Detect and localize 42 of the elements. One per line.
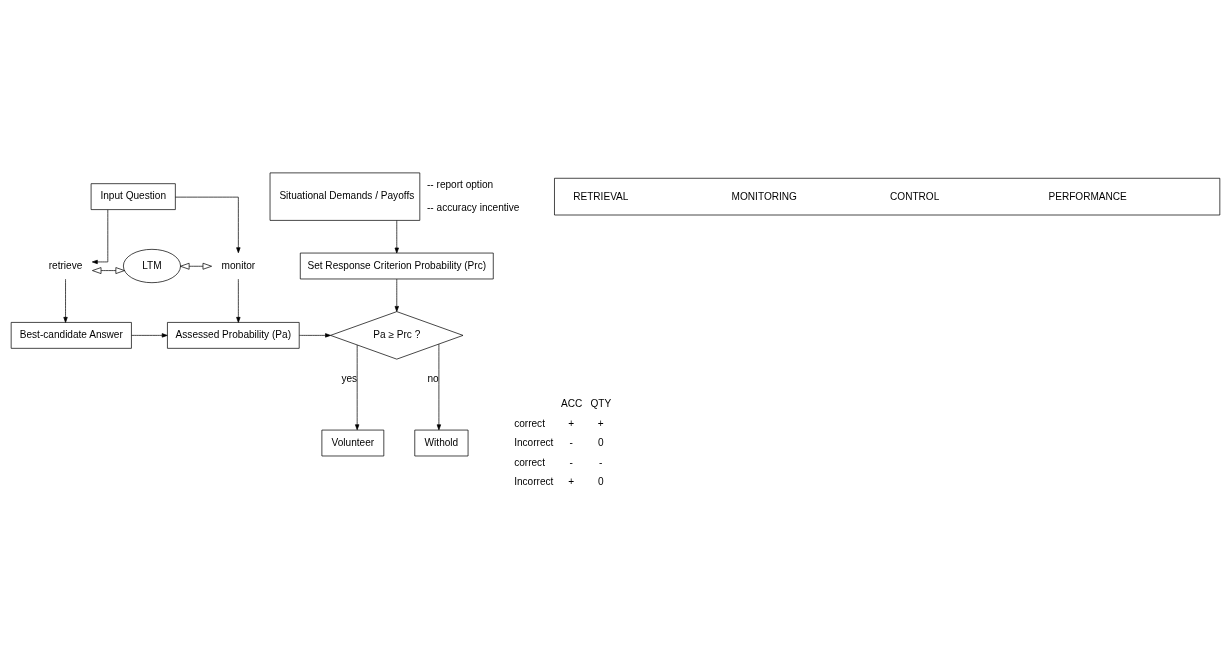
arrow: [394, 219, 399, 253]
arrow: [91, 209, 109, 264]
node-box: RETRIEVAL MONITORING CONTROL PERFORMANCE: [554, 177, 1221, 215]
label: +: [568, 417, 575, 429]
edge-label: yes: [341, 372, 358, 384]
arrow: [63, 278, 68, 323]
node-text: monitor: [221, 259, 256, 271]
node-label: -- report option: [427, 178, 494, 190]
label: +: [568, 475, 575, 487]
arrow: [175, 196, 241, 253]
label: ACC: [560, 397, 583, 409]
label: -: [569, 456, 573, 467]
label: -: [599, 456, 603, 467]
node-ellipse: LTM: [123, 248, 181, 283]
label: -: [569, 436, 573, 448]
arrow: [298, 332, 331, 337]
arrow: [92, 266, 125, 274]
arrow: [355, 344, 360, 430]
arrow: [131, 332, 168, 337]
arrow: [236, 278, 241, 323]
node-box: Assessed Probability (Pa): [167, 321, 300, 349]
node-box: Input Question: [90, 182, 176, 210]
arrow: [180, 262, 212, 270]
node-box: Situational Demands / Payoffs: [269, 172, 421, 221]
label: +: [597, 417, 604, 429]
node-box: Withold: [414, 429, 469, 456]
node-box: Volunteer: [321, 429, 385, 456]
label: QTY: [590, 397, 612, 409]
label: Incorrect: [514, 436, 554, 448]
edge-label: no: [427, 372, 439, 384]
label: correct: [514, 456, 545, 467]
node-box: Set Response Criterion Probability (Prc): [299, 252, 494, 279]
node-box: Best-candidate Answer: [10, 321, 132, 349]
label: Incorrect: [514, 475, 554, 487]
arrow: [436, 343, 442, 430]
arrow: [394, 278, 399, 312]
label: 0: [598, 436, 604, 448]
node-diamond: Pa ≥ Prc ?: [330, 310, 464, 359]
label: 0: [598, 475, 604, 487]
node-label: -- accuracy incentive: [427, 201, 520, 213]
node-text: retrieve: [48, 259, 83, 271]
label: correct: [514, 417, 545, 429]
